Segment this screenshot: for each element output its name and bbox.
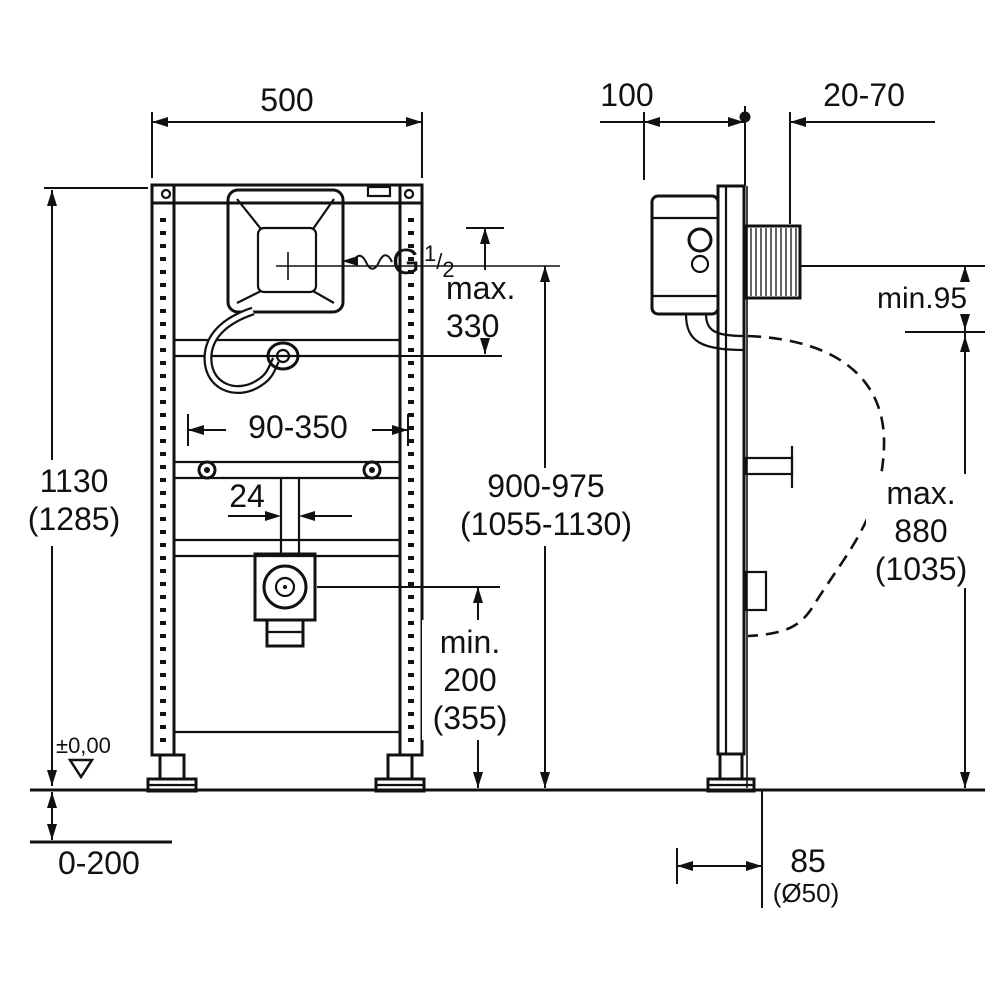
cistern-edge-tl [236, 198, 262, 230]
cistern-body [226, 188, 345, 314]
dim-floor-buildup-label: 0-200 [58, 845, 140, 881]
text-masks [16, 270, 980, 740]
datum-triangle-icon [67, 758, 95, 780]
urinal-outlet-box [744, 570, 768, 612]
side-flush-valve-lower [690, 254, 710, 274]
drain-socket [262, 564, 308, 610]
side-flush-bend-inner [704, 313, 745, 338]
cistern-inner [256, 226, 318, 294]
top-bar-hole-left [160, 188, 172, 200]
dim-inlet-clearance-label: min.95 [877, 282, 967, 315]
dim-bracket-range-label: 90-350 [248, 409, 348, 445]
dim-drain-diameter-label: (Ø50) [773, 878, 839, 908]
dim-ceramic-max-label: max. [886, 475, 955, 511]
dim-drain-offset-label: 85 [790, 843, 826, 879]
foot-right-leg [386, 753, 414, 781]
bracket-bolt-left-center [204, 467, 210, 473]
arrowheads [47, 117, 970, 871]
bracket-bolt-right [362, 460, 382, 480]
dim-height-label: 1130 [40, 463, 109, 499]
cistern-edge-br [312, 290, 335, 304]
side-foot-leg [718, 752, 744, 781]
water-connector-bore [275, 348, 291, 364]
dim-frame-depth-label: 100 [600, 77, 653, 113]
cistern-edge-bl [236, 290, 262, 304]
side-flush-valve-upper [687, 227, 713, 253]
dim-drain-min-label: min. [440, 624, 500, 660]
front-view [146, 183, 560, 793]
dim-height-alt-label: (1285) [28, 501, 121, 537]
dim-ceramic-max-value: 880 [894, 513, 947, 549]
bracket-bolt-left [197, 460, 217, 480]
dim-plate-adjust-label: 20-70 [823, 77, 905, 113]
dim-inlet-max-value: 330 [446, 308, 499, 344]
inlet-block-hatching [750, 228, 797, 296]
top-bar-clip [366, 185, 392, 198]
dim-pipe-width-label: 24 [229, 478, 265, 514]
flex-hose-inner [205, 308, 278, 392]
dim-flush-height-label: 900-975 [487, 468, 604, 504]
urinal-inlet-pipe [744, 456, 794, 476]
cistern-edge-tr [312, 198, 335, 230]
dim-drain-min-value: 200 [443, 662, 496, 698]
dim-drain-min-alt: (355) [433, 700, 508, 736]
dim-width-label: 500 [260, 82, 313, 118]
top-bar-hole-right [403, 188, 415, 200]
drain-socket-bore [274, 576, 296, 598]
dim-inlet-max-label: max. [446, 270, 515, 306]
side-frame-upright [716, 184, 746, 756]
datum-level-label: ±0,00 [56, 733, 111, 758]
dim-ceramic-max-alt: (1035) [875, 551, 968, 587]
foot-left-leg [158, 753, 186, 781]
floor [30, 788, 985, 844]
inlet-block [744, 224, 802, 300]
wall-reference-dot [739, 111, 751, 123]
drain-center [283, 585, 287, 589]
dim-flush-height-alt-label: (1055-1130) [460, 506, 632, 542]
bracket-bolt-right-center [369, 467, 375, 473]
side-view [650, 106, 886, 793]
water-connector [266, 341, 300, 371]
frame-top-bar [150, 183, 424, 205]
side-flush-bend-outer [684, 313, 745, 352]
urinal-ceramic-outline [747, 334, 886, 638]
